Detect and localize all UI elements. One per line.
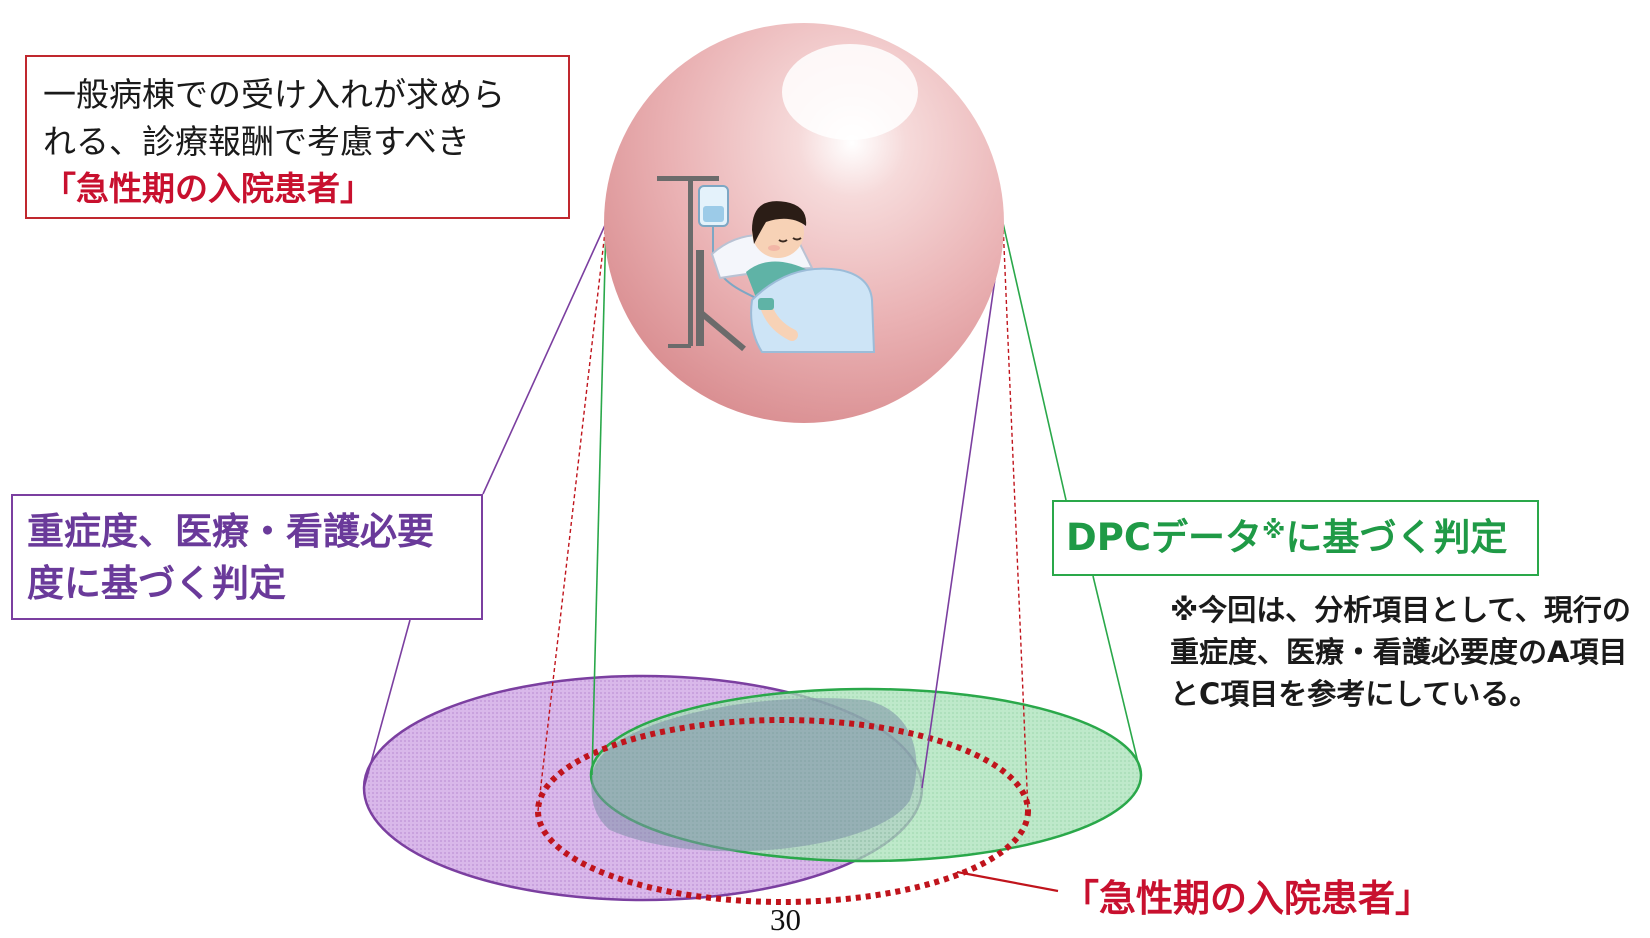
dpc-footnote: ※今回は、分析項目として、現行の 重症度、医療・看護必要度のA項目 とC項目を参… xyxy=(1170,589,1650,715)
dpc-label-suffix: に基づく判定 xyxy=(1285,516,1508,559)
bed-frame xyxy=(696,250,704,346)
definition-line-1: 一般病棟での受け入れが求めら xyxy=(43,75,505,114)
patient-illustration xyxy=(657,176,876,353)
dpc-note-mark: ※ xyxy=(1261,516,1286,544)
acute-inpatient-definition-box: 一般病棟での受け入れが求めら れる、診療報酬で考慮すべき 「急性期の入院患者」 xyxy=(25,55,570,219)
severity-judgement-box: 重症度、医療・看護必要 度に基づく判定 xyxy=(11,494,483,620)
sphere-highlight xyxy=(782,44,918,140)
definition-line-2: れる、診療報酬で考慮すべき xyxy=(43,122,470,161)
severity-line-1: 重症度、医療・看護必要 xyxy=(27,510,434,553)
label-leader-line xyxy=(956,870,1059,893)
severity-line-2: 度に基づく判定 xyxy=(27,562,286,605)
footnote-line-2: 重症度、医療・看護必要度のA項目 xyxy=(1170,635,1628,669)
dpc-judgement-box: DPCデータ※に基づく判定 xyxy=(1052,500,1539,576)
purple-projection-lines xyxy=(363,222,1004,789)
footnote-line-3: とC項目を参考にしている。 xyxy=(1170,677,1539,711)
green-projection-lines xyxy=(591,222,1142,776)
acute-inpatient-ellipse-label: 「急性期の入院患者」 xyxy=(1062,877,1432,920)
overlap-region xyxy=(591,698,917,852)
dpc-label-prefix: DPCデータ xyxy=(1066,516,1262,559)
page-number: 30 xyxy=(770,902,801,937)
red-projection-lines xyxy=(537,222,1029,812)
footnote-line-1: ※今回は、分析項目として、現行の xyxy=(1170,593,1631,627)
iv-stand-pole xyxy=(688,178,693,346)
definition-line-3: 「急性期の入院患者」 xyxy=(43,169,373,208)
